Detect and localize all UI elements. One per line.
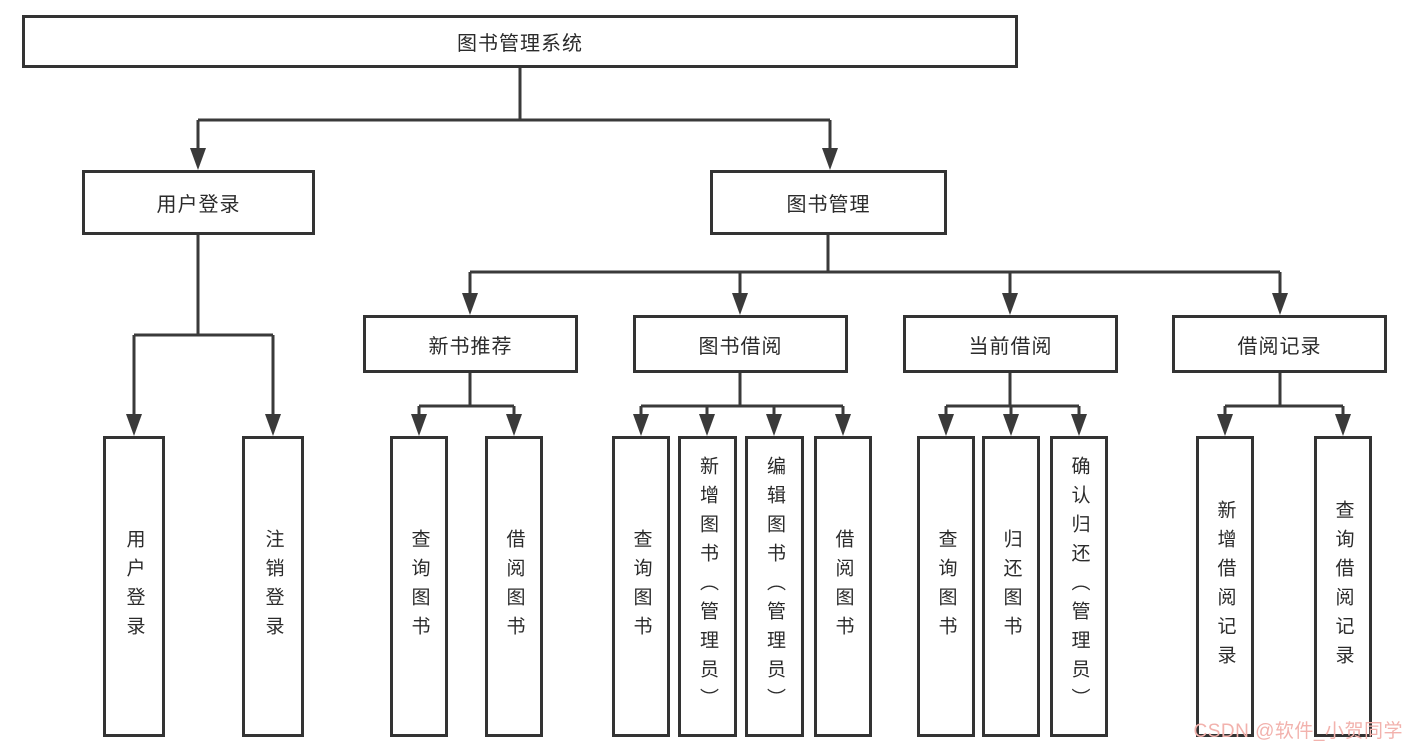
leaf-add-borrow-record: 新增借阅记录 xyxy=(1196,436,1254,737)
arrowhead-icon xyxy=(265,414,281,436)
node-user-login: 用户登录 xyxy=(82,170,315,235)
node-borrow-records: 借阅记录 xyxy=(1172,315,1387,373)
node-label: 确认归还（管理员） xyxy=(1068,456,1090,717)
arrowhead-icon xyxy=(506,414,522,436)
node-label: 图书管理 xyxy=(786,194,871,216)
leaf-borrow-books: 借阅图书 xyxy=(814,436,872,737)
node-current-borrow: 当前借阅 xyxy=(903,315,1118,373)
arrowhead-icon xyxy=(1003,414,1019,436)
node-label: 归还图书 xyxy=(1000,528,1022,645)
node-label: 注销登录 xyxy=(262,528,284,645)
leaf-user-login: 用户登录 xyxy=(103,436,165,737)
arrowhead-icon xyxy=(1071,414,1087,436)
arrowhead-icon xyxy=(411,414,427,436)
leaf-query-borrow-record: 查询借阅记录 xyxy=(1314,436,1372,737)
node-label: 查询借阅记录 xyxy=(1332,499,1354,674)
leaf-logout: 注销登录 xyxy=(242,436,304,737)
arrowhead-icon xyxy=(766,414,782,436)
node-label: 借阅图书 xyxy=(832,528,854,645)
node-label: 用户登录 xyxy=(123,528,145,645)
node-book-borrow: 图书借阅 xyxy=(633,315,848,373)
leaf-query-books-borrow: 查询图书 xyxy=(612,436,670,737)
leaf-add-books-admin: 新增图书（管理员） xyxy=(678,436,737,737)
arrowhead-icon xyxy=(462,293,478,315)
node-book-management: 图书管理 xyxy=(710,170,947,235)
arrowhead-icon xyxy=(835,414,851,436)
arrowhead-icon xyxy=(1272,293,1288,315)
arrowhead-icon xyxy=(1335,414,1351,436)
node-label: 新增图书（管理员） xyxy=(697,456,718,717)
node-label: 编辑图书（管理员） xyxy=(764,456,785,717)
arrowhead-icon xyxy=(822,148,838,170)
leaf-return-books: 归还图书 xyxy=(982,436,1040,737)
node-label: 查询图书 xyxy=(630,528,652,645)
leaf-query-books-current: 查询图书 xyxy=(917,436,975,737)
leaf-query-books-recommend: 查询图书 xyxy=(390,436,448,737)
leaf-borrow-books-recommend: 借阅图书 xyxy=(485,436,543,737)
leaf-confirm-return-admin: 确认归还（管理员） xyxy=(1050,436,1108,737)
node-label: 用户登录 xyxy=(156,194,241,216)
node-new-book-recommend: 新书推荐 xyxy=(363,315,578,373)
node-label: 图书借阅 xyxy=(698,335,783,358)
arrowhead-icon xyxy=(1217,414,1233,436)
watermark: CSDN @软件_小贺同学 xyxy=(1193,721,1403,742)
arrowhead-icon xyxy=(938,414,954,436)
node-label: 借阅记录 xyxy=(1237,335,1322,358)
arrowhead-icon xyxy=(126,414,142,436)
arrowhead-icon xyxy=(633,414,649,436)
node-label: 借阅图书 xyxy=(503,528,525,645)
leaf-edit-books-admin: 编辑图书（管理员） xyxy=(745,436,804,737)
node-root-system: 图书管理系统 xyxy=(22,15,1018,68)
node-label: 新书推荐 xyxy=(428,335,513,358)
arrowhead-icon xyxy=(699,414,715,436)
node-label: 图书管理系统 xyxy=(457,33,583,55)
arrowhead-icon xyxy=(190,148,206,170)
node-label: 查询图书 xyxy=(935,528,957,645)
arrowhead-icon xyxy=(732,293,748,315)
node-label: 查询图书 xyxy=(408,528,430,645)
node-label: 新增借阅记录 xyxy=(1214,499,1236,674)
arrowhead-icon xyxy=(1002,293,1018,315)
node-label: 当前借阅 xyxy=(968,335,1053,358)
